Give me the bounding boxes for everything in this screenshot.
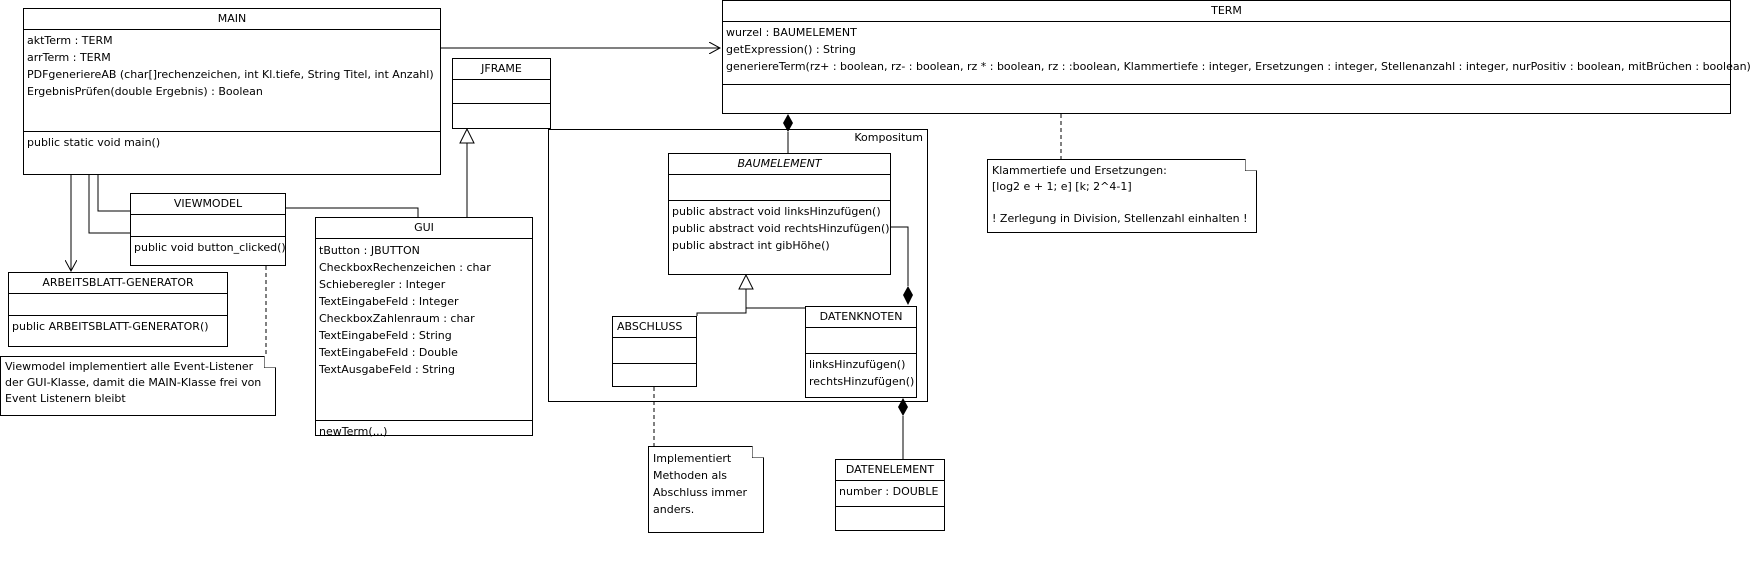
note-abschluss-line-1: Implementiert bbox=[653, 452, 732, 465]
class-gui-operations: newTerm(...) bbox=[316, 421, 532, 442]
note-viewmodel: Viewmodel implementiert alle Event-Liste… bbox=[0, 356, 276, 416]
class-abschluss-operations bbox=[613, 364, 696, 368]
gui-attr-3: Schieberegler : Integer bbox=[319, 278, 446, 291]
note-abschluss-line-4: anders. bbox=[653, 503, 695, 516]
class-datenelement-name: DATENELEMENT bbox=[836, 460, 944, 481]
class-datenelement[interactable]: DATENELEMENT number : DOUBLE bbox=[835, 459, 945, 531]
class-abschluss-name: ABSCHLUSS bbox=[613, 317, 696, 338]
note-term-line-1: Klammertiefe und Ersetzungen: bbox=[992, 164, 1167, 177]
baumelement-op-3: public abstract int gibHöhe() bbox=[672, 239, 830, 252]
class-datenknoten-operations: linksHinzufügen() rechtsHinzufügen() bbox=[806, 354, 916, 392]
abschluss-generalization bbox=[696, 289, 747, 316]
baumelement-datenknoten-composition bbox=[891, 226, 909, 286]
gui-attr-4: TextEingabeFeld : Integer bbox=[319, 295, 459, 308]
class-jframe-attributes bbox=[453, 80, 550, 104]
class-baumelement[interactable]: BAUMELEMENT public abstract void linksHi… bbox=[668, 153, 891, 275]
note-term-line-3 bbox=[992, 195, 1252, 211]
class-term-attributes: wurzel : BAUMELEMENT getExpression() : S… bbox=[723, 22, 1751, 85]
kompositum-label: Kompositum bbox=[854, 131, 923, 144]
composition-diamond-knoten bbox=[903, 286, 913, 305]
term-attr-1: wurzel : BAUMELEMENT bbox=[726, 26, 857, 39]
note-viewmodel-line-1: Viewmodel implementiert alle Event-Liste… bbox=[5, 360, 254, 373]
class-viewmodel-operations: public void button_clicked() bbox=[131, 237, 286, 258]
class-datenelement-operations bbox=[836, 507, 944, 511]
class-arbeitsblatt-generator[interactable]: ARBEITSBLATT-GENERATOR public ARBEITSBLA… bbox=[8, 272, 228, 347]
class-datenknoten-attributes bbox=[806, 328, 916, 354]
note-abschluss: Implementiert Methoden als Abschluss imm… bbox=[648, 446, 764, 533]
viewmodel-op-1: public void button_clicked() bbox=[134, 241, 286, 254]
class-main[interactable]: MAIN aktTerm : TERM arrTerm : TERM PDFge… bbox=[23, 8, 441, 175]
class-gui-name: GUI bbox=[316, 218, 532, 239]
gui-attr-7: TextEingabeFeld : Double bbox=[319, 346, 458, 359]
class-datenknoten-name: DATENKNOTEN bbox=[806, 307, 916, 328]
class-main-attributes: aktTerm : TERM arrTerm : TERM PDFgenerie… bbox=[24, 30, 440, 132]
class-generator-attributes bbox=[9, 294, 227, 316]
note-abschluss-line-3: Abschluss immer bbox=[653, 486, 748, 499]
kompositum-frame: Kompositum bbox=[548, 129, 928, 402]
note-viewmodel-line-2: der GUI-Klasse, damit die MAIN-Klasse fr… bbox=[5, 376, 262, 389]
baumelement-op-1: public abstract void linksHinzufügen() bbox=[672, 205, 881, 218]
generator-op-1: public ARBEITSBLATT-GENERATOR() bbox=[12, 320, 209, 333]
baumelement-op-2: public abstract void rechtsHinzufügen() bbox=[672, 222, 890, 235]
class-baumelement-operations: public abstract void linksHinzufügen() p… bbox=[669, 201, 890, 256]
class-main-name: MAIN bbox=[24, 9, 440, 30]
class-gui[interactable]: GUI tButton : JBUTTON CheckboxRechenzeic… bbox=[315, 217, 533, 438]
main-attr-3: PDFgeneriereAB (char[]rechenzeichen, int… bbox=[27, 68, 434, 81]
class-term[interactable]: TERM wurzel : BAUMELEMENT getExpression(… bbox=[722, 0, 1751, 114]
class-term-name: TERM bbox=[723, 1, 1730, 22]
main-attr-4: ErgebnisPrüfen(double Ergebnis) : Boolea… bbox=[27, 85, 263, 98]
note-term-line-4: ! Zerlegung in Division, Stellenzahl ein… bbox=[992, 212, 1248, 225]
note-term: Klammertiefe und Ersetzungen: [log2 e + … bbox=[987, 159, 1257, 233]
class-main-operations: public static void main() bbox=[24, 132, 440, 153]
class-baumelement-attributes bbox=[669, 175, 890, 201]
main-attr-2: arrTerm : TERM bbox=[27, 51, 111, 64]
class-generator-name: ARBEITSBLATT-GENERATOR bbox=[9, 273, 227, 294]
class-abschluss[interactable]: ABSCHLUSS bbox=[612, 316, 697, 387]
main-viewmodel-link bbox=[88, 174, 132, 234]
datenknoten-op-1: linksHinzufügen() bbox=[809, 358, 906, 371]
class-datenelement-attributes: number : DOUBLE bbox=[836, 481, 944, 507]
class-baumelement-name: BAUMELEMENT bbox=[669, 154, 890, 175]
class-viewmodel[interactable]: VIEWMODEL public void button_clicked() bbox=[130, 193, 286, 266]
class-viewmodel-name: VIEWMODEL bbox=[131, 194, 285, 215]
datenknoten-op-2: rechtsHinzufügen() bbox=[809, 375, 915, 388]
term-attr-2: getExpression() : String bbox=[726, 43, 856, 56]
class-jframe[interactable]: JFRAME bbox=[452, 58, 551, 129]
gui-op-1: newTerm(...) bbox=[319, 425, 388, 438]
class-viewmodel-attributes bbox=[131, 215, 285, 237]
note-fold-icon bbox=[752, 446, 764, 458]
composition-diamond-element bbox=[898, 398, 908, 416]
main-op-1: public static void main() bbox=[27, 136, 161, 149]
class-jframe-operations bbox=[453, 104, 550, 108]
note-abschluss-line-2: Methoden als bbox=[653, 469, 728, 482]
generalization-triangle-baum bbox=[738, 273, 754, 290]
main-attr-1: aktTerm : TERM bbox=[27, 34, 113, 47]
gui-attr-1: tButton : JBUTTON bbox=[319, 244, 420, 257]
class-gui-attributes: tButton : JBUTTON CheckboxRechenzeichen … bbox=[316, 239, 532, 421]
composition-diamond-term bbox=[783, 114, 793, 132]
generalization-triangle bbox=[459, 127, 475, 144]
class-jframe-name: JFRAME bbox=[453, 59, 550, 80]
class-term-operations bbox=[723, 85, 1730, 89]
note-viewmodel-line-3: Event Listenern bleibt bbox=[5, 392, 126, 405]
viewmodel-gui-link bbox=[286, 207, 419, 217]
gui-attr-2: CheckboxRechenzeichen : char bbox=[319, 261, 491, 274]
class-generator-operations: public ARBEITSBLATT-GENERATOR() bbox=[9, 316, 227, 337]
term-attr-3: generiereTerm(rz+ : boolean, rz- : boole… bbox=[726, 60, 1751, 73]
class-datenknoten[interactable]: DATENKNOTEN linksHinzufügen() rechtsHinz… bbox=[805, 306, 917, 398]
main-viewmodel-link-2 bbox=[97, 174, 130, 212]
note-fold-icon bbox=[264, 356, 276, 368]
note-term-line-2: [log2 e + 1; e] [k; 2^4-1] bbox=[992, 180, 1132, 193]
gui-attr-5: CheckboxZahlenraum : char bbox=[319, 312, 475, 325]
note-fold-icon bbox=[1245, 159, 1257, 171]
gui-attr-8: TextAusgabeFeld : String bbox=[319, 363, 456, 376]
datenelement-attr-1: number : DOUBLE bbox=[839, 485, 939, 498]
gui-attr-6: TextEingabeFeld : String bbox=[319, 329, 452, 342]
class-abschluss-attributes bbox=[613, 338, 696, 364]
